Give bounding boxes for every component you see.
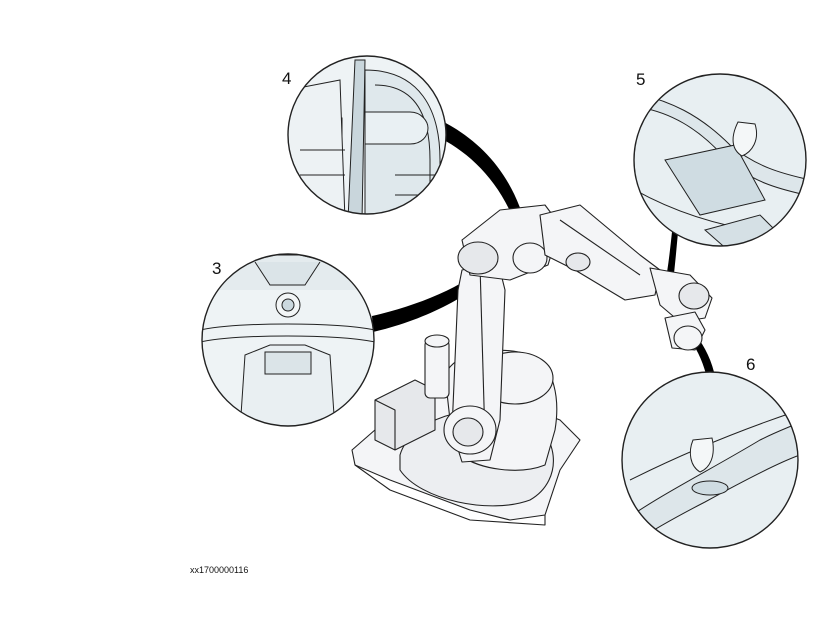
detail-6-recess [691, 480, 729, 496]
detail-circle-6 [621, 371, 799, 549]
robot-base-edge [354, 464, 546, 526]
detail-4-housing [364, 69, 441, 214]
robot-wrist-joint [678, 282, 710, 310]
callout-number-3: 3 [212, 259, 222, 278]
detail-4-inner-rim [374, 84, 431, 214]
callout-number-4: 4 [282, 69, 292, 88]
detail-3-rim-outer [202, 323, 374, 331]
detail-circle-4 [287, 55, 447, 215]
detail-4-panel [347, 59, 366, 214]
detail-3-rim-inner [202, 335, 374, 343]
leader-band-3 [372, 255, 503, 332]
robot-upper-arm [539, 204, 661, 301]
detail-3-web [254, 261, 321, 286]
robot-cable-box-face [374, 399, 396, 450]
robot-axis3-joint [457, 241, 499, 275]
robot-arm [351, 204, 713, 526]
callout-number-5: 5 [636, 70, 646, 89]
leader-band-4 [436, 120, 528, 238]
robot-axis2-joint-inner [452, 417, 484, 447]
detail-5-notch [732, 121, 757, 157]
detail-3-bolt-hole-inner [281, 298, 295, 312]
robot-axis3-cap [512, 242, 548, 274]
detail-5-strip [634, 91, 806, 197]
detail-6-notch [689, 437, 714, 473]
robot-cable-box [374, 379, 436, 451]
callout-number-6: 6 [746, 355, 756, 374]
figure-id: xx1700000116 [190, 565, 249, 575]
detail-4-grid [300, 149, 440, 196]
detail-circle-5 [633, 73, 807, 247]
detail-3-slot-face [264, 351, 312, 375]
robot-upper-arm-hole [565, 252, 591, 272]
robot-motor-cap [424, 334, 450, 348]
detail-4-boss [364, 111, 429, 145]
detail-circle-3 [201, 253, 375, 427]
robot-upper-arm-edge [559, 219, 641, 276]
robot-tool-flange [673, 325, 703, 351]
detail-5-plate [664, 144, 766, 216]
robot-motor [424, 339, 450, 399]
